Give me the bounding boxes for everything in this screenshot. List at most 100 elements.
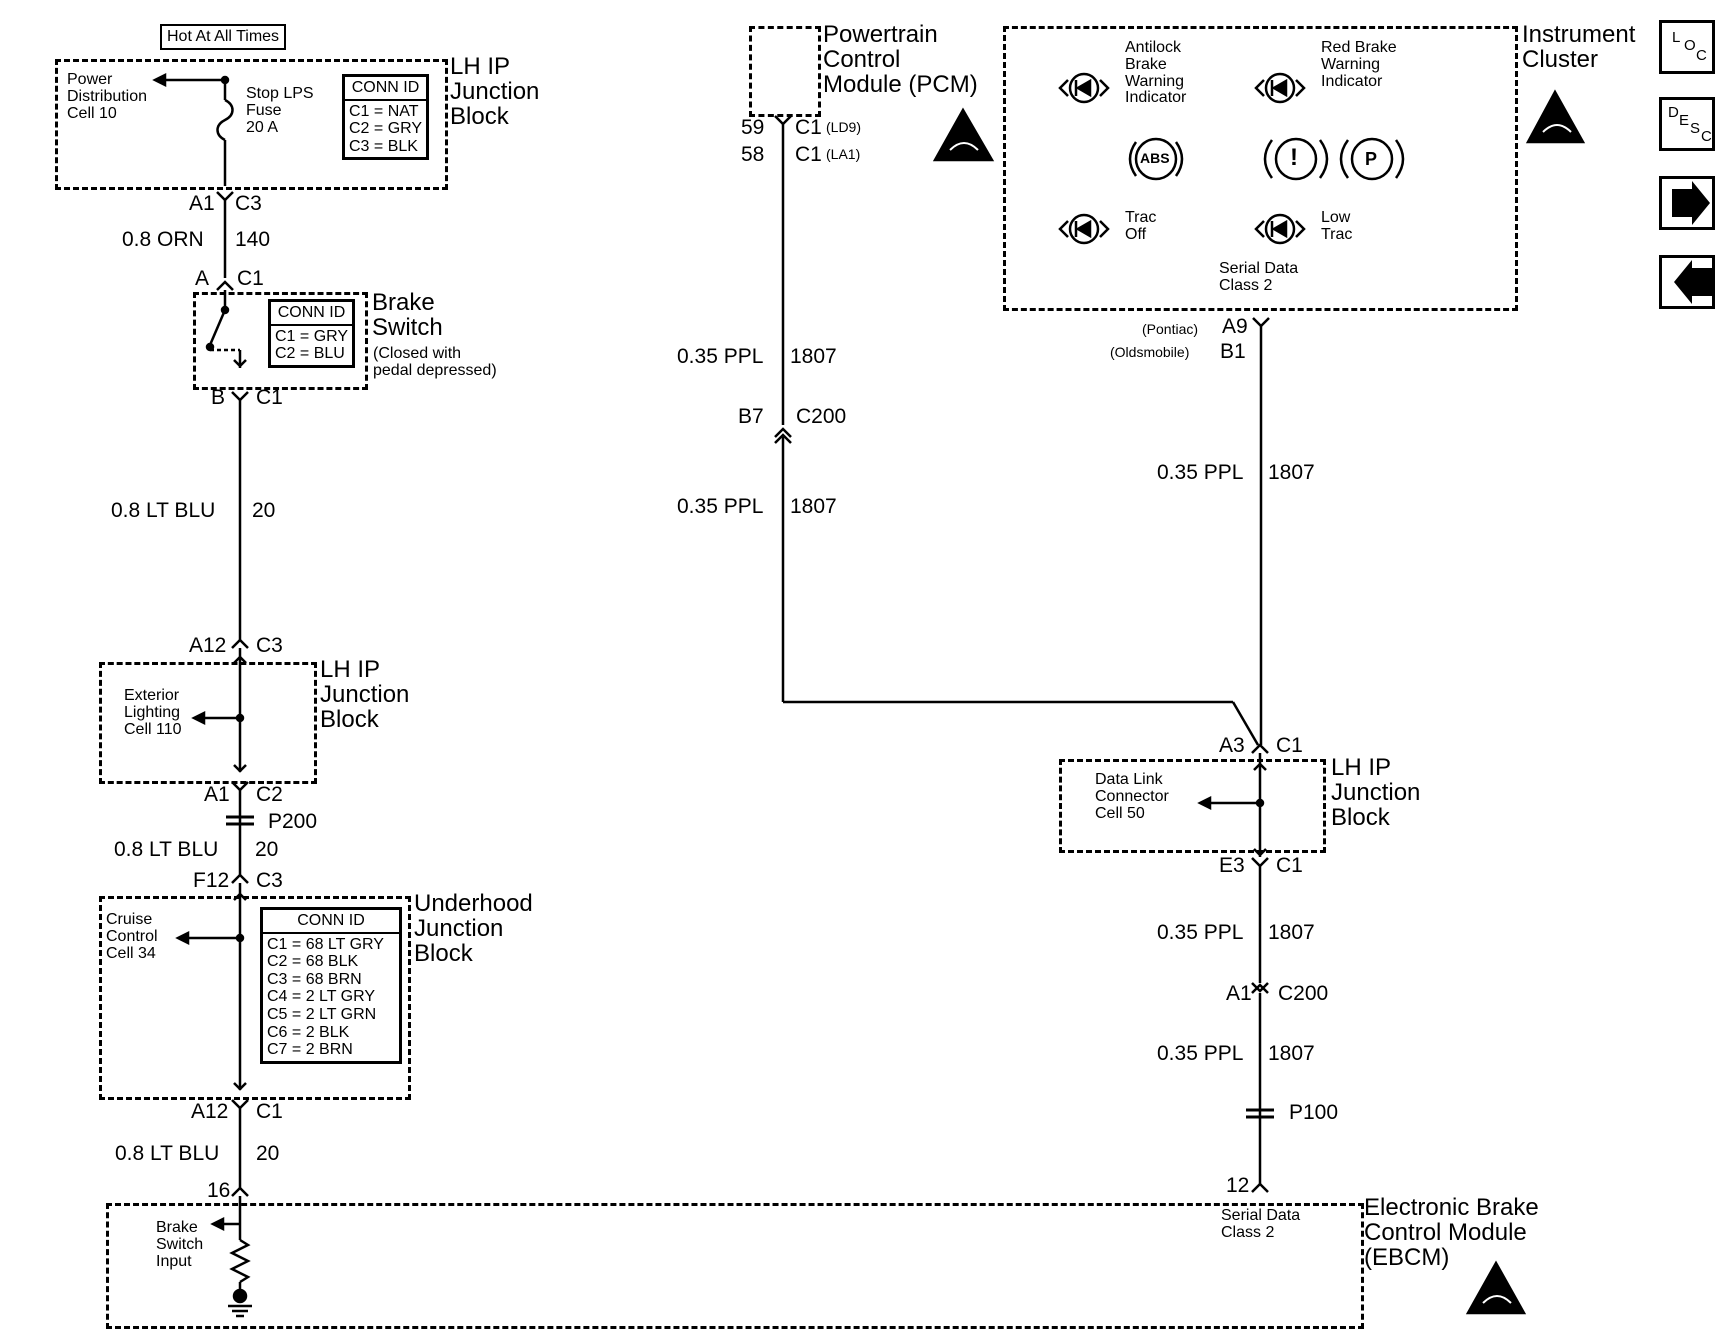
lh-ip-jb-top-title: LH IP Junction Block [450,53,540,131]
conn-id-table-top: CONN ID C1 = NAT C2 = GRY C3 = BLK [342,74,430,161]
conn-id-header: CONN ID [345,77,427,101]
brake-switch-title: Brake Switch [372,289,443,342]
conn-id-table-brake: CONN ID C1 = GRY C2 = BLU [268,299,356,368]
wire-circuit-label: 20 [252,499,276,522]
pcm-title: Powertrain Control Module (PCM) [823,21,978,99]
bulb-icon-low-trac [1254,213,1306,245]
wire-gauge-label: 0.8 LT BLU [115,1142,220,1165]
connector-label: C200 [796,405,847,428]
connector-a12 [231,638,249,649]
pin-label: 12 [1226,1174,1250,1197]
pin-label: A9 [1222,315,1248,338]
connector-a9 [1252,317,1270,328]
lh-ip-junction-block-top [55,59,448,190]
bulb-icon-red-brake [1254,72,1306,104]
data-link-connector-label: Data Link Connector Cell 50 [1095,771,1169,822]
wire-gauge-label: 0.8 LT BLU [114,838,219,861]
connector-b7 [774,427,792,438]
conn-id-row: C4 = 2 LT GRY [267,988,376,1006]
exterior-lighting-label: Exterior Lighting Cell 110 [124,687,182,738]
connector-label: C1 [1276,734,1303,757]
wire-circuit-label: 1807 [1268,461,1315,484]
wire-gauge-label: 0.35 PPL [1157,1042,1244,1065]
desc-letter: E [1679,112,1690,129]
location-button[interactable]: L O C [1659,20,1715,74]
brake-switch-box [193,292,368,390]
pin-label: E3 [1219,854,1245,877]
fuse-label: Stop LPS Fuse 20 A [246,85,314,136]
underhood-junction-block [99,896,411,1100]
loc-letter: O [1684,37,1696,54]
cruise-control-label: Cruise Control Cell 34 [106,911,158,962]
wire-gauge-label: 0.35 PPL [1157,921,1244,944]
description-button[interactable]: D E S C [1659,97,1715,151]
switch-blade [208,309,227,346]
connector-59 [774,115,792,126]
p-symbol-text: P [1365,149,1378,169]
conn-id-header: CONN ID [263,910,399,934]
bulb-icon-abs [1058,72,1110,104]
pin-label: A [195,267,210,290]
desc-letter: D [1668,104,1679,121]
lh-ip-junction-block-right [1059,759,1326,853]
resistor-symbol [229,1238,251,1284]
splice-label: P200 [268,810,318,833]
pin-label: A12 [191,1100,229,1123]
fuse-symbol [216,98,234,142]
brake-switch-input-label: Brake Switch Input [156,1219,204,1270]
option-label: (LA1) [826,146,861,162]
desc-letter: C [1701,128,1712,145]
pin-label: B1 [1220,340,1246,363]
abs-symbol-text: ABS [1140,150,1170,166]
park-brake-icon [1350,137,1394,181]
conn-id-row: C1 = GRY [275,327,349,345]
oldsmobile-label: (Oldsmobile) [1110,344,1190,360]
conn-id-row: C2 = BLU [275,345,345,363]
loc-letter: L [1672,29,1681,46]
connector-label: C1 [1276,854,1303,877]
hot-at-all-times-label: Hot At All Times [160,24,287,50]
connector-label: C200 [1278,982,1329,1005]
splice-label: P100 [1289,1101,1339,1124]
connector-12 [1251,1182,1269,1193]
power-distribution-label: Power Distribution Cell 10 [67,71,148,122]
conn-id-row: C3 = BLK [349,137,418,155]
connector-label: C3 [256,869,283,892]
connector-b [231,391,249,402]
conn-id-row: C6 = 2 BLK [267,1023,350,1041]
red-brake-label: Red Brake Warning Indicator [1321,39,1397,90]
connector-label: C3 [235,192,262,215]
abs-symbol-icon [1134,137,1178,181]
pin-label: B7 [738,405,764,428]
brake-exclamation-icon [1274,137,1318,181]
wire-gauge-label: 0.35 PPL [677,495,764,518]
connector-a1-c200 [1251,982,1269,993]
next-button[interactable] [1659,176,1715,230]
conn-id-row: C1 = NAT [349,102,419,120]
previous-button[interactable] [1659,255,1715,309]
wire-circuit-label: 1807 [790,345,837,368]
esd-icon [1525,89,1586,144]
pin-label: 16 [207,1179,231,1202]
desc-letter: S [1690,120,1701,137]
arrow-left-icon [1674,260,1712,304]
ebcm-box [106,1203,1364,1329]
connector-label: C2 [256,783,283,806]
cluster-serial-data-label: Serial Data Class 2 [1219,260,1299,294]
connector-16 [231,1186,249,1197]
conn-id-table-underhood: CONN ID C1 = 68 LT GRY C2 = 68 BLK C3 = … [260,907,402,1064]
lh-ip-jb-mid-title: LH IP Junction Block [320,656,410,734]
conn-id-row: C1 = 68 LT GRY [267,935,384,953]
connector-e3 [1251,857,1269,868]
pin-label: 58 [741,143,765,166]
wire-gauge-label: 0.8 LT BLU [111,499,216,522]
brake-switch-note: (Closed with pedal depressed) [373,345,497,379]
wire-gauge-label: 0.35 PPL [1157,461,1244,484]
esd-icon [1465,1260,1527,1315]
connector-a [216,280,234,291]
connector-label: C1 [237,267,264,290]
wire-gauge-label: 0.35 PPL [677,345,764,368]
connector-label: C1 [795,116,822,139]
conn-id-row: C5 = 2 LT GRN [267,1005,377,1023]
lh-ip-jb-right-title: LH IP Junction Block [1331,754,1421,832]
